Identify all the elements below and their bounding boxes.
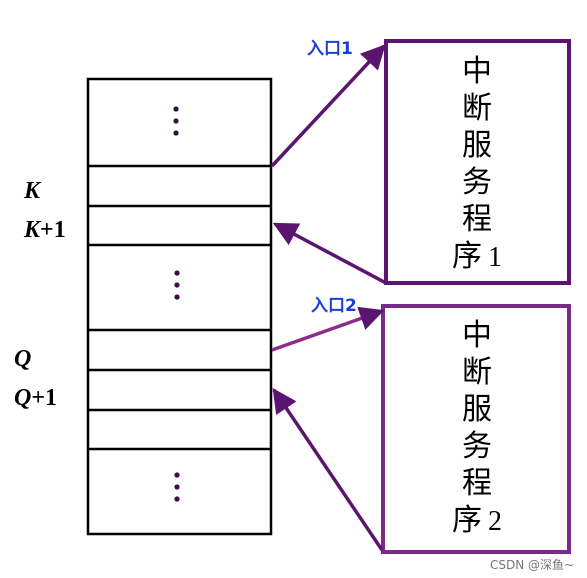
arrow-isr-2-return (272, 387, 384, 551)
label-k: K (23, 178, 42, 204)
svg-text:中: 中 (462, 318, 492, 353)
svg-text:断: 断 (462, 91, 492, 126)
svg-text:务: 务 (462, 165, 492, 200)
ellipsis-dots-icon (174, 472, 180, 502)
svg-text:服: 服 (462, 128, 492, 163)
svg-text:程: 程 (462, 466, 492, 501)
ellipsis-dots-icon (173, 106, 179, 136)
svg-text:中: 中 (462, 54, 492, 89)
svg-text:序1: 序1 (452, 239, 502, 274)
entry-label-2: 入口2 (311, 296, 357, 316)
arrow-entry-1-to-isr-1 (270, 44, 386, 168)
arrow-entry-2-to-isr-2 (271, 306, 385, 352)
isr-box-2 (381, 304, 571, 554)
memory-table-frame (86, 77, 273, 536)
isr-box-1 (384, 39, 571, 285)
ellipsis-dots-icon (174, 270, 180, 300)
label-q: Q (14, 346, 31, 372)
entry-label-1: 入口1 (307, 39, 353, 59)
svg-text:断: 断 (462, 355, 492, 390)
svg-text:程: 程 (462, 202, 492, 237)
svg-text:服: 服 (462, 392, 492, 427)
label-k-plus-1: K+1 (23, 217, 66, 243)
svg-text:序2: 序2 (452, 503, 502, 538)
memory-table (86, 77, 273, 536)
label-q-plus-1: Q+1 (14, 385, 57, 411)
watermark: CSDN @深鱼~ (490, 558, 574, 572)
svg-text:务: 务 (462, 429, 492, 464)
arrow-isr-1-return (272, 222, 387, 285)
